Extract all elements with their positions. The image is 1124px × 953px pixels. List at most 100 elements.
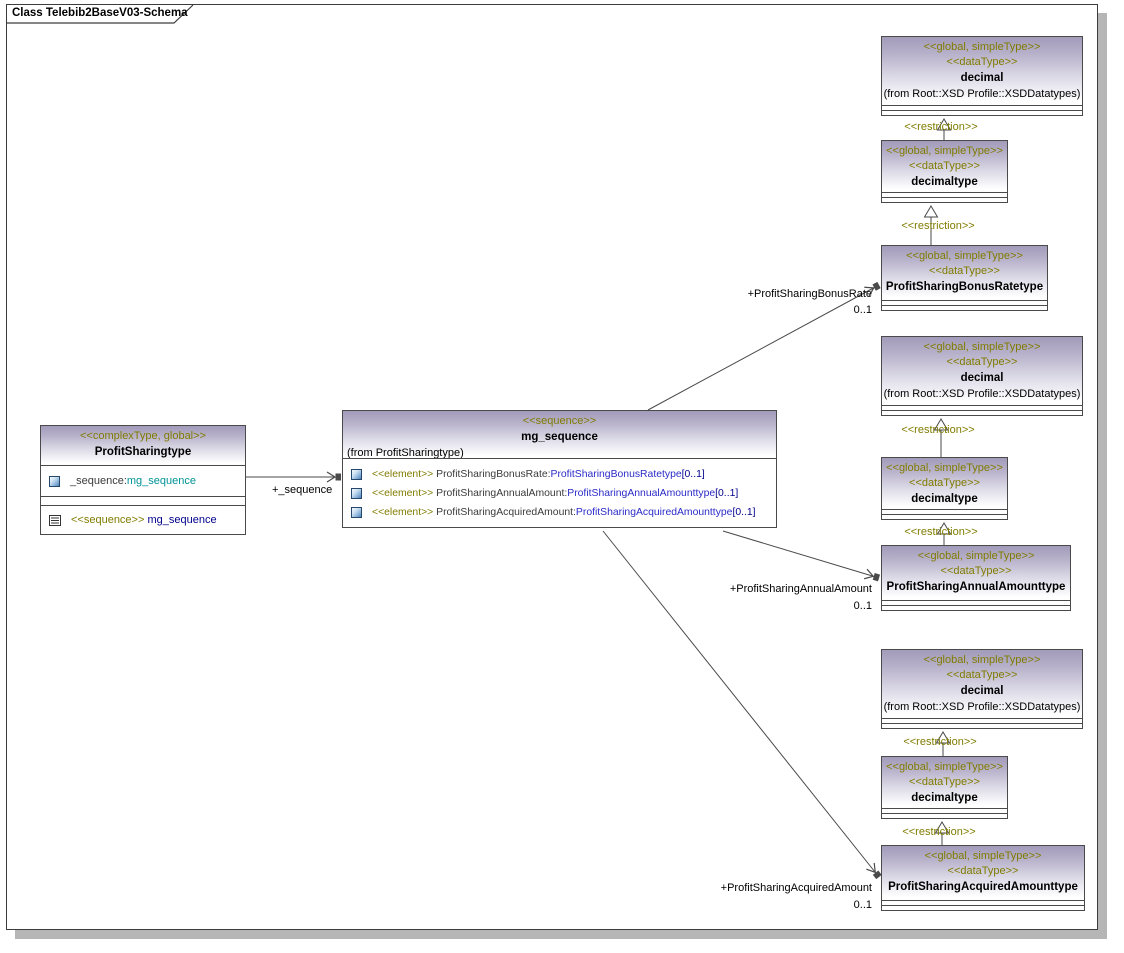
empty-compartment [882,905,1084,910]
stereotype-label: <<global, simpleType>> [923,341,1041,353]
empty-compartment [882,813,1007,818]
operation-name[interactable]: mg_sequence [147,514,217,526]
element-name: ProfitSharingAcquiredAmount: [436,507,576,518]
association-role-label: +ProfitSharingAcquiredAmount [720,882,872,894]
element-row[interactable]: <<element>> ProfitSharingBonusRate:Profi… [343,465,776,484]
stereotype-label: <<dataType>> [929,265,1000,277]
element-row[interactable]: <<element>> ProfitSharingAnnualAmount:Pr… [343,484,776,503]
attribute-name: _sequence: [70,475,127,487]
class-name: decimal [960,685,1004,697]
attribute-icon [49,475,60,487]
stereotype-label: <<dataType>> [940,565,1012,577]
element-name: ProfitSharingAnnualAmount: [436,488,568,499]
stereotype-label: <<global, simpleType>> [886,761,1003,773]
attribute-icon [351,469,362,480]
stereotype-label: <<complexType, global>> [80,430,206,442]
element-type-link[interactable]: ProfitSharingAcquiredAmounttype [575,507,733,518]
from-label: (from Root::XSD Profile::XSDDatatypes) [883,388,1081,400]
class-box-decimal-g2[interactable]: <<global, simpleType>> <<dataType>> deci… [881,336,1083,416]
element-stereotype: <<element>> [372,488,434,499]
multiplicity-label: 0..1 [853,304,872,316]
class-name: ProfitSharingAnnualAmounttype [886,581,1066,593]
element-type-link[interactable]: ProfitSharingBonusRatetype [550,469,682,480]
restriction-label: <<restriction>> [903,736,977,748]
class-box-decimaltype-g2[interactable]: <<global, simpleType>> <<dataType>> deci… [881,457,1008,520]
attribute-icon [351,488,362,499]
empty-compartment [882,192,1007,197]
class-name: decimal [960,72,1004,84]
restriction-label: <<restriction>> [904,121,978,133]
operation-row[interactable]: <<sequence>> mg_sequence [41,505,245,534]
from-label: (from ProfitSharingtype) [347,447,464,458]
attribute-row[interactable]: _sequence:mg_sequence [41,465,245,496]
empty-compartment [882,410,1082,415]
element-name: ProfitSharingBonusRate: [436,469,551,480]
class-name: decimaltype [911,792,978,804]
class-name: decimaltype [911,176,978,188]
empty-compartment [882,105,1082,110]
stereotype-label: <<global, simpleType>> [923,41,1041,53]
element-row[interactable]: <<element>> ProfitSharingAcquiredAmount:… [343,503,776,522]
empty-compartment [882,600,1070,605]
class-box-decimal-g1[interactable]: <<global, simpleType>> <<dataType>> deci… [881,36,1083,116]
stereotype-label: <<dataType>> [909,160,980,172]
class-name: ProfitSharingtype [94,446,192,458]
multiplicity-label: 0..1 [853,600,872,612]
empty-compartment [882,723,1082,728]
element-stereotype: <<element>> [372,507,434,518]
operation-stereotype: <<sequence>> [71,514,145,526]
stereotype-label: <<dataType>> [946,56,1018,68]
frame-title: Class Telebib2BaseV03-Schema [12,7,188,19]
sequence-icon [49,514,61,526]
association-role-label: +ProfitSharingAnnualAmount [729,583,872,595]
stereotype-label: <<global, simpleType>> [924,850,1042,862]
class-name: ProfitSharingBonusRatetype [885,281,1044,293]
empty-compartment [882,514,1007,519]
stereotype-label: <<global, simpleType>> [886,462,1003,474]
class-box-mg-sequence[interactable]: <<sequence>> mg_sequence (from ProfitSha… [342,410,777,528]
association-role-label: +ProfitSharingBonusRate [747,288,872,300]
attribute-type[interactable]: mg_sequence [126,475,196,487]
element-multiplicity: [0..1] [681,469,705,480]
class-box-profitsharingacquiredamounttype[interactable]: <<global, simpleType>> <<dataType>> Prof… [881,845,1085,911]
stereotype-label: <<dataType>> [909,477,980,489]
class-box-profitsharingbonusratetype[interactable]: <<global, simpleType>> <<dataType>> Prof… [881,245,1048,311]
class-box-decimaltype-g1[interactable]: <<global, simpleType>> <<dataType>> deci… [881,140,1008,203]
empty-compartment [882,300,1047,305]
empty-compartment [41,496,245,505]
element-multiplicity: [0..1] [715,488,739,499]
empty-compartment [882,808,1007,813]
stereotype-label: <<dataType>> [947,865,1019,877]
stereotype-label: <<global, simpleType>> [917,550,1035,562]
class-box-decimaltype-g3[interactable]: <<global, simpleType>> <<dataType>> deci… [881,756,1008,819]
class-name: mg_sequence [521,431,598,443]
class-box-decimal-g3[interactable]: <<global, simpleType>> <<dataType>> deci… [881,649,1083,729]
restriction-label: <<restriction>> [904,526,978,538]
class-box-profitsharingannualamounttype[interactable]: <<global, simpleType>> <<dataType>> Prof… [881,545,1071,611]
class-name: decimal [960,372,1004,384]
empty-compartment [882,197,1007,202]
empty-compartment [882,405,1082,410]
stereotype-label: <<sequence>> [522,415,597,427]
restriction-label: <<restriction>> [901,220,975,232]
empty-compartment [882,605,1070,610]
element-stereotype: <<element>> [372,469,434,480]
restriction-label: <<restriction>> [901,424,975,436]
class-box-profitsharingtype[interactable]: <<complexType, global>> ProfitSharingtyp… [40,425,246,535]
restriction-label: <<restriction>> [902,826,976,838]
empty-compartment [882,900,1084,905]
empty-compartment [882,305,1047,310]
from-label: (from Root::XSD Profile::XSDDatatypes) [883,701,1081,713]
empty-compartment [882,509,1007,514]
from-label: (from Root::XSD Profile::XSDDatatypes) [883,88,1081,100]
stereotype-label: <<dataType>> [946,669,1018,681]
multiplicity-label: 0..1 [853,899,872,911]
empty-compartment [882,110,1082,115]
stereotype-label: <<global, simpleType>> [906,250,1023,262]
element-type-link[interactable]: ProfitSharingAnnualAmounttype [567,488,716,499]
stereotype-label: <<global, simpleType>> [886,145,1003,157]
stereotype-label: <<global, simpleType>> [923,654,1041,666]
element-multiplicity: [0..1] [732,507,756,518]
class-name: ProfitSharingAcquiredAmounttype [888,881,1078,893]
empty-compartment [882,718,1082,723]
